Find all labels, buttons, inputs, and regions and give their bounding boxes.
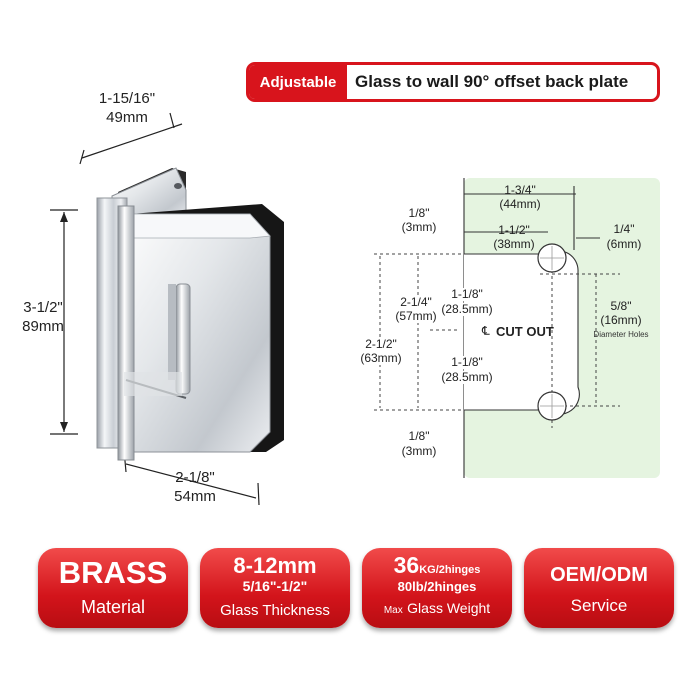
- sch-hole-note: Diameter Holes: [593, 330, 649, 339]
- sch-top-gap: 1/8": [408, 206, 430, 220]
- sch-cutout-label: CUT OUT: [496, 324, 554, 339]
- sch-cut-lower-mm: (28.5mm): [436, 371, 498, 384]
- thickness-badge: 8-12mm 5/16"-1/2" Glass Thickness: [200, 548, 350, 628]
- adjustable-tag: Adjustable: [249, 65, 347, 99]
- dim-height-mm: 89mm: [22, 318, 64, 335]
- dim-bottom-mm: 54mm: [174, 488, 216, 505]
- dim-height-inch: 3-1/2": [23, 299, 63, 316]
- sch-hole: 5/8": [598, 300, 644, 313]
- weight-label: Glass Weight: [407, 600, 491, 616]
- dim-bottom-inch: 2-1/8": [175, 469, 215, 486]
- thickness-value: 8-12mm: [233, 553, 317, 578]
- dim-top-mm: 49mm: [106, 109, 148, 126]
- sch-hole-mm: (16mm): [598, 314, 644, 327]
- sch-bottom-gap: 1/8": [408, 429, 430, 443]
- thickness-inch: 5/16"-1/2": [242, 578, 308, 594]
- material-badge: BRASS Material: [38, 548, 188, 628]
- sch-cut-height-mm: (57mm): [390, 310, 442, 323]
- sch-cut-upper-mm: (28.5mm): [436, 303, 498, 316]
- sch-top-total: 1-3/4": [504, 183, 536, 197]
- sch-top-gap-mm: (3mm): [401, 220, 437, 234]
- sch-cut-height: 2-1/4": [390, 296, 442, 309]
- material-label: Material: [80, 597, 146, 617]
- dim-top-inch: 1-15/16": [98, 90, 156, 107]
- weight-badge: 36KG/2hinges 80lb/2hinges Max Glass Weig…: [362, 548, 512, 628]
- header-banner: Adjustable Glass to wall 90° offset back…: [246, 62, 660, 102]
- thickness-label: Glass Thickness: [220, 602, 330, 619]
- hinge-illustration: [50, 112, 284, 506]
- centerline-icon: ℄: [482, 324, 490, 338]
- service-badge: OEM/ODM Service: [524, 548, 674, 628]
- sch-top-total-mm: (44mm): [499, 197, 541, 211]
- service-label: Service: [570, 596, 628, 615]
- weight-lb: 80lb/2hinges: [397, 579, 477, 594]
- material-value: BRASS: [58, 555, 168, 590]
- header-title: Glass to wall 90° offset back plate: [355, 72, 629, 91]
- sch-edge: 1/4": [613, 222, 635, 236]
- sch-edge-mm: (6mm): [606, 237, 642, 251]
- weight-max: Max: [383, 605, 403, 616]
- sch-top-inner-mm: (38mm): [493, 237, 535, 251]
- weight-value: 36: [393, 552, 420, 578]
- sch-cut-lower: 1-1/8": [436, 356, 498, 369]
- sch-total-height-mm: (63mm): [352, 352, 410, 365]
- weight-unit: KG/2hinges: [419, 564, 481, 576]
- sch-cut-upper: 1-1/8": [436, 288, 498, 301]
- sch-bottom-gap-mm: (3mm): [401, 444, 437, 458]
- service-value: OEM/ODM: [550, 564, 648, 586]
- sch-total-height: 2-1/2": [352, 338, 410, 351]
- sch-top-inner: 1-1/2": [498, 223, 530, 237]
- cutout-schematic: [374, 178, 660, 478]
